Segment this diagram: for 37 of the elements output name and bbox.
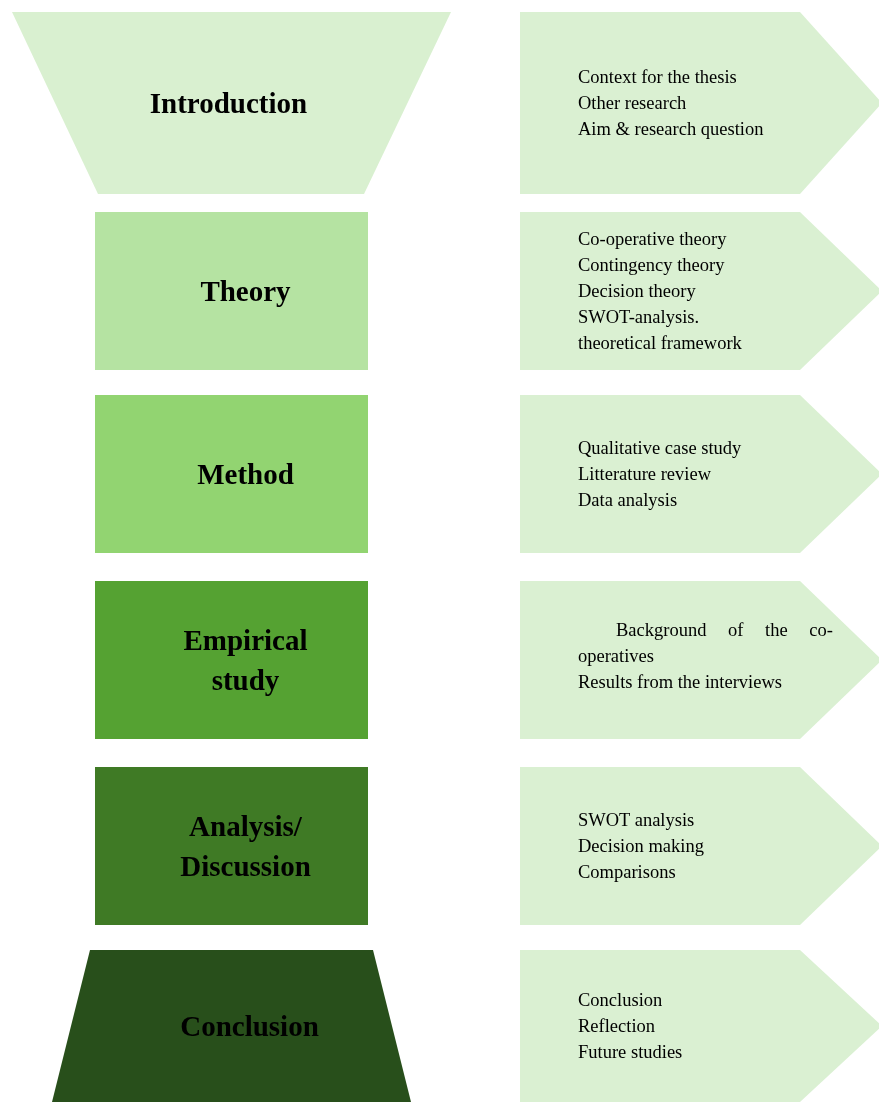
topic-item: Other research: [578, 92, 688, 115]
topic-item: Litterature review: [578, 463, 713, 486]
stage-label: Analysis/ Discussion: [179, 809, 312, 884]
topic-arrow-box: [520, 950, 879, 1102]
topic-arrow-box: [520, 581, 879, 739]
stage-label: Theory: [200, 274, 291, 309]
topic-arrow-box: [520, 767, 879, 925]
stage-label: Empirical study: [182, 623, 309, 698]
topic-item: SWOT-analysis.: [578, 306, 701, 329]
stage-box: [95, 581, 368, 739]
topic-item: SWOT analysis: [578, 809, 696, 832]
topic-item: Conclusion: [578, 989, 664, 1012]
topic-item: Reflection: [578, 1015, 657, 1038]
topic-item: theoretical framework: [578, 332, 743, 355]
topic-item: Qualitative case study: [578, 437, 743, 460]
topic-item: Co-operative theory: [578, 228, 728, 251]
stage-label: Method: [197, 457, 294, 492]
topic-item: Results from the interviews: [578, 671, 783, 694]
stage-trapezoid: [52, 950, 411, 1102]
topic-item: Background of the co-operatives: [578, 619, 833, 668]
stage-label: Conclusion: [180, 1009, 319, 1044]
stage-trapezoid: [12, 12, 451, 194]
topic-item: Data analysis: [578, 489, 679, 512]
topic-arrow-box: [520, 212, 879, 370]
topic-item: Future studies: [578, 1041, 684, 1064]
topic-item: Comparisons: [578, 861, 677, 884]
stage-label: Introduction: [149, 86, 308, 121]
topic-arrow-box: [520, 395, 879, 553]
stage-box: [95, 395, 368, 553]
topic-item: Contingency theory: [578, 254, 726, 277]
stage-box: [95, 212, 368, 370]
topic-item: Decision making: [578, 835, 705, 858]
topic-item: Context for the thesis: [578, 66, 738, 89]
topic-item: Aim & research question: [578, 118, 765, 141]
topic-item: Decision theory: [578, 280, 697, 303]
stage-box: [95, 767, 368, 925]
topic-arrow-box: [520, 12, 879, 194]
